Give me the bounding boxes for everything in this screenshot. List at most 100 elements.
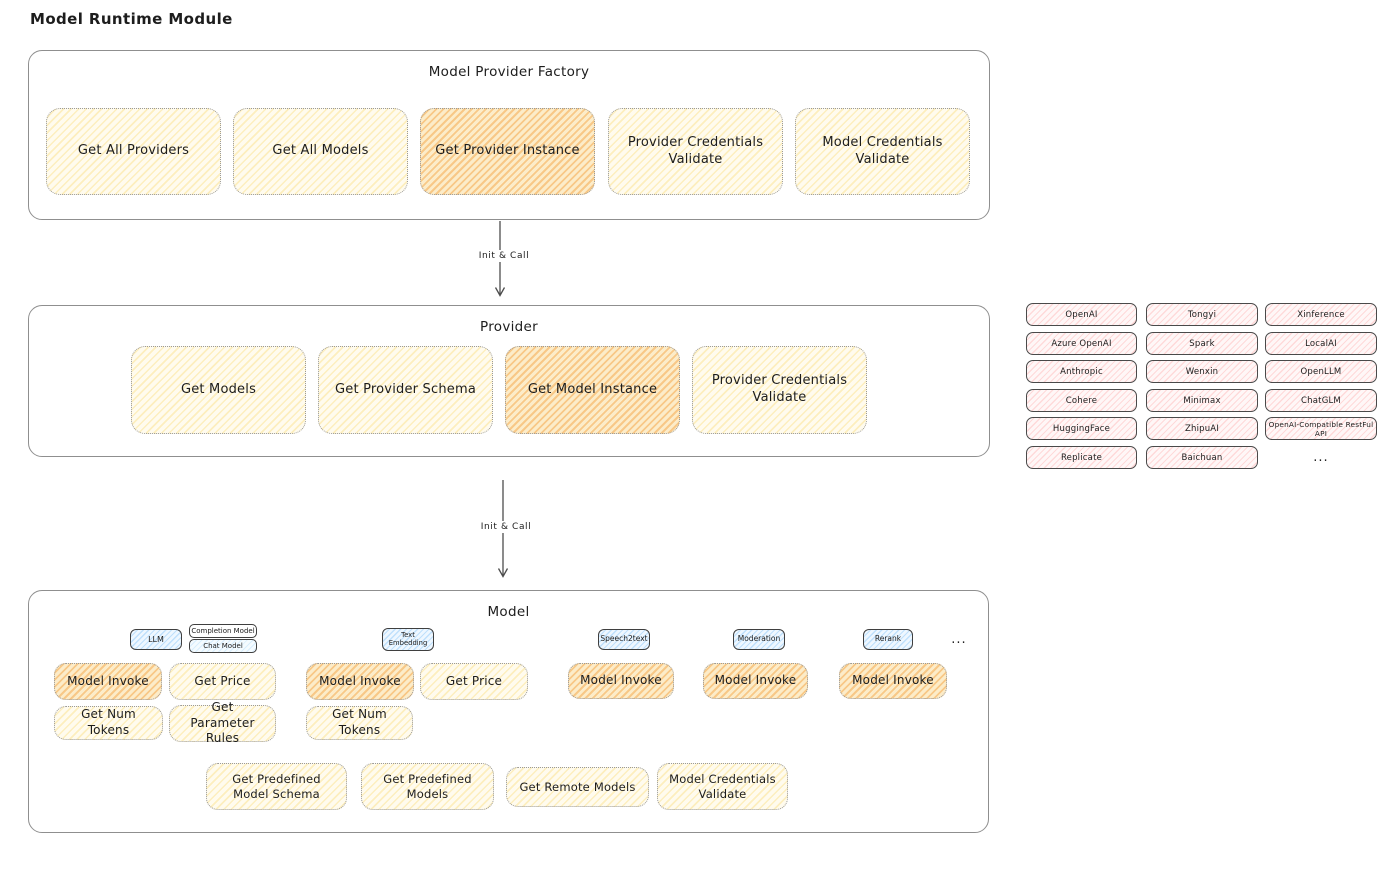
- provider-chip-tongyi[interactable]: Tongyi: [1146, 303, 1258, 326]
- fn-label: Model Credentials Validate: [669, 771, 776, 801]
- tag-label: Speech2text: [600, 634, 648, 644]
- provider-chip-cohere[interactable]: Cohere: [1026, 389, 1137, 412]
- moderation-model-invoke-box[interactable]: Model Invoke: [703, 663, 808, 699]
- tag-label: Completion Model: [191, 626, 255, 635]
- factory-get-all-providers-label: Get All Providers: [77, 143, 190, 159]
- fn-label: Get Predefined Model Schema: [232, 771, 321, 801]
- chip-label: Wenxin: [1185, 366, 1219, 377]
- page-title: Model Runtime Module: [30, 10, 233, 28]
- factory-model-credentials-validate-box[interactable]: Model Credentials Validate: [795, 108, 970, 195]
- tag-chat-model[interactable]: Chat Model: [189, 639, 257, 653]
- tag-label: Moderation: [737, 634, 781, 644]
- text-embedding-get-price-box[interactable]: Get Price: [420, 663, 528, 700]
- provider-credentials-validate-box[interactable]: Provider Credentials Validate: [692, 346, 867, 434]
- tag-llm[interactable]: LLM: [130, 629, 182, 650]
- provider-chip-minimax[interactable]: Minimax: [1146, 389, 1258, 412]
- chip-label: Replicate: [1060, 452, 1103, 463]
- provider-get-provider-schema-label: Get Provider Schema: [334, 381, 477, 397]
- factory-panel[interactable]: Model Provider Factory Get All Providers…: [28, 50, 990, 220]
- tag-label: Text Embedding: [388, 630, 428, 647]
- model-panel[interactable]: Model LLM Completion Model Chat Model Te…: [28, 590, 989, 833]
- chip-label: Azure OpenAI: [1051, 338, 1112, 349]
- provider-chip-xinference[interactable]: Xinference: [1265, 303, 1377, 326]
- provider-get-provider-schema-box[interactable]: Get Provider Schema: [318, 346, 493, 434]
- fn-label: Get Price: [445, 673, 503, 688]
- model-credentials-validate-box[interactable]: Model Credentials Validate: [657, 763, 788, 810]
- provider-chip-wenxin[interactable]: Wenxin: [1146, 360, 1258, 383]
- fn-label: Model Invoke: [852, 673, 934, 688]
- get-predefined-model-schema-box[interactable]: Get Predefined Model Schema: [206, 763, 347, 810]
- provider-chip-chatglm[interactable]: ChatGLM: [1265, 389, 1377, 412]
- tag-rerank[interactable]: Rerank: [863, 629, 913, 650]
- provider-title: Provider: [480, 319, 538, 335]
- provider-get-model-instance-box[interactable]: Get Model Instance: [505, 346, 680, 434]
- fn-label: Get Price: [194, 673, 251, 688]
- chip-label: Cohere: [1065, 395, 1098, 406]
- provider-chip-openai[interactable]: OpenAI: [1026, 303, 1137, 326]
- chip-label: Spark: [1189, 338, 1215, 349]
- chip-label: OpenAI: [1065, 309, 1098, 320]
- factory-get-all-models-label: Get All Models: [272, 143, 369, 159]
- text-embedding-model-invoke-box[interactable]: Model Invoke: [306, 663, 414, 700]
- factory-get-all-models-box[interactable]: Get All Models: [233, 108, 408, 195]
- provider-chip-openai-compatible-restful-api[interactable]: OpenAI-Compatible RestFul API: [1265, 417, 1377, 440]
- factory-get-provider-instance-label: Get Provider Instance: [435, 143, 580, 159]
- chip-label: ChatGLM: [1301, 395, 1341, 406]
- init-call-arrow-2: [496, 480, 510, 586]
- providers-more-ellipsis: ...: [1313, 450, 1329, 465]
- factory-get-all-providers-box[interactable]: Get All Providers: [46, 108, 221, 195]
- llm-get-parameter-rules-box[interactable]: Get Parameter Rules: [169, 700, 276, 745]
- text-embedding-get-num-tokens-box[interactable]: Get Num Tokens: [306, 706, 413, 740]
- tag-completion-model[interactable]: Completion Model: [189, 624, 257, 638]
- init-call-label-2: Init & Call: [472, 521, 540, 533]
- provider-chip-spark[interactable]: Spark: [1146, 332, 1258, 355]
- chip-label: LocalAI: [1305, 338, 1337, 349]
- provider-chip-localai[interactable]: LocalAI: [1265, 332, 1377, 355]
- provider-chip-zhipuai[interactable]: ZhipuAI: [1146, 417, 1258, 440]
- llm-get-price-box[interactable]: Get Price: [169, 663, 276, 700]
- provider-chip-huggingface[interactable]: HuggingFace: [1026, 417, 1137, 440]
- tag-speech2text[interactable]: Speech2text: [598, 629, 650, 650]
- fn-label: Model Invoke: [67, 673, 149, 688]
- llm-model-invoke-box[interactable]: Model Invoke: [54, 663, 162, 700]
- chip-label: Minimax: [1183, 395, 1221, 406]
- speech2text-model-invoke-box[interactable]: Model Invoke: [568, 663, 674, 699]
- chip-label: Baichuan: [1181, 452, 1223, 463]
- get-predefined-models-box[interactable]: Get Predefined Models: [361, 763, 494, 810]
- factory-model-credentials-validate-label: Model Credentials Validate: [822, 134, 943, 167]
- chip-label: ZhipuAI: [1184, 423, 1220, 434]
- provider-chip-replicate[interactable]: Replicate: [1026, 446, 1137, 469]
- fn-label: Get Num Tokens: [332, 707, 387, 737]
- factory-title: Model Provider Factory: [428, 64, 590, 80]
- factory-get-provider-instance-box[interactable]: Get Provider Instance: [420, 108, 595, 195]
- chip-label: Tongyi: [1187, 309, 1217, 320]
- provider-panel[interactable]: Provider Get Models Get Provider Schema …: [28, 305, 990, 457]
- fn-label: Get Num Tokens: [81, 707, 136, 737]
- model-title: Model: [487, 604, 530, 620]
- llm-get-num-tokens-box[interactable]: Get Num Tokens: [54, 706, 163, 740]
- provider-chip-anthropic[interactable]: Anthropic: [1026, 360, 1137, 383]
- provider-get-models-box[interactable]: Get Models: [131, 346, 306, 434]
- fn-label: Get Remote Models: [519, 779, 636, 794]
- fn-label: Model Invoke: [319, 673, 401, 688]
- rerank-model-invoke-box[interactable]: Model Invoke: [839, 663, 947, 699]
- provider-chip-openllm[interactable]: OpenLLM: [1265, 360, 1377, 383]
- factory-provider-credentials-validate-label: Provider Credentials Validate: [627, 134, 764, 167]
- tag-text-embedding[interactable]: Text Embedding: [382, 628, 434, 651]
- chip-label: OpenAI-Compatible RestFul API: [1268, 419, 1374, 438]
- tag-label: LLM: [148, 634, 164, 644]
- fn-label: Get Parameter Rules: [190, 700, 255, 746]
- chip-label: Xinference: [1297, 309, 1345, 320]
- tag-moderation[interactable]: Moderation: [733, 629, 785, 650]
- fn-label: Model Invoke: [580, 673, 662, 688]
- get-remote-models-box[interactable]: Get Remote Models: [506, 767, 649, 807]
- provider-chip-baichuan[interactable]: Baichuan: [1146, 446, 1258, 469]
- fn-label: Get Predefined Models: [383, 771, 472, 801]
- factory-provider-credentials-validate-box[interactable]: Provider Credentials Validate: [608, 108, 783, 195]
- tag-label: Chat Model: [203, 641, 243, 650]
- provider-get-models-label: Get Models: [180, 381, 257, 397]
- provider-chip-azure-openai[interactable]: Azure OpenAI: [1026, 332, 1137, 355]
- provider-credentials-validate-label: Provider Credentials Validate: [711, 373, 848, 405]
- model-more-ellipsis: ...: [951, 631, 967, 647]
